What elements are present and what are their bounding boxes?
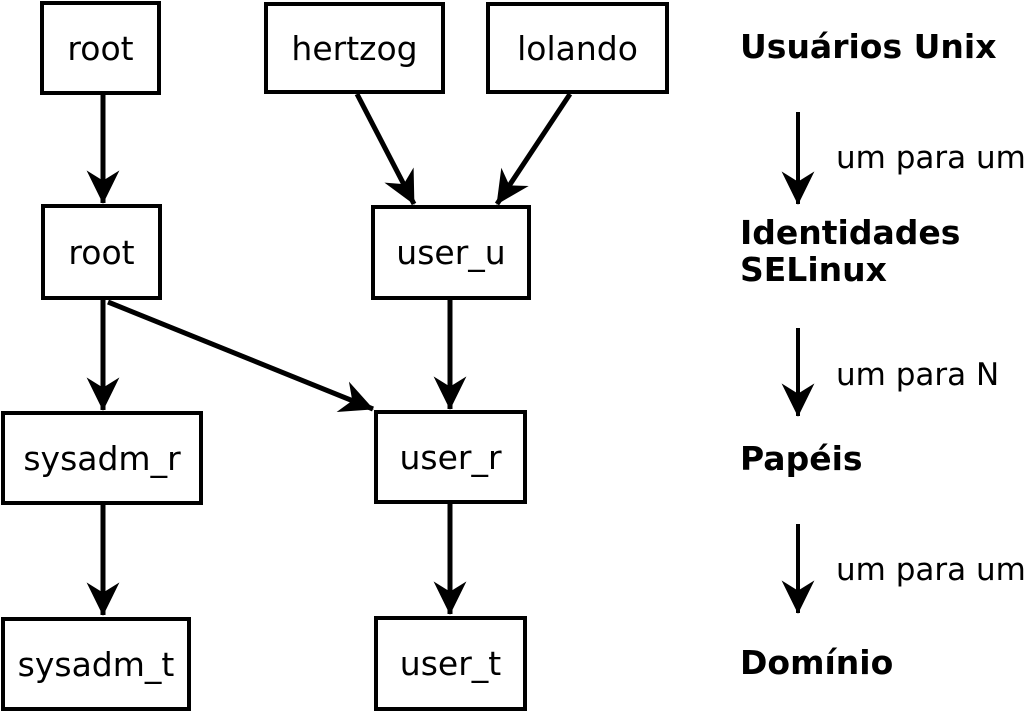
node-unix-hertzog: hertzog bbox=[264, 2, 445, 94]
legend-identities-line2: SELinux bbox=[740, 250, 887, 289]
legend-mapping-one-to-one-2: um para um bbox=[836, 552, 1024, 588]
edge-selinuxroot-to-userr bbox=[107, 299, 374, 413]
edge-lolando-to-useru bbox=[494, 92, 573, 206]
node-label: root bbox=[68, 232, 135, 272]
node-label: sysadm_t bbox=[17, 644, 175, 684]
node-unix-lolando: lolando bbox=[486, 2, 669, 94]
node-unix-root: root bbox=[40, 1, 161, 95]
node-domain-sysadm-t: sysadm_t bbox=[1, 617, 191, 711]
node-role-sysadm-r: sysadm_r bbox=[1, 411, 203, 505]
legend-domain-title: Domínio bbox=[740, 643, 894, 682]
edge-hertzog-to-useru bbox=[354, 92, 417, 206]
node-role-user-r: user_r bbox=[374, 410, 527, 504]
node-selinux-root: root bbox=[41, 204, 162, 300]
node-label: user_r bbox=[399, 437, 502, 477]
legend-users-title: Usuários Unix bbox=[740, 27, 997, 66]
legend-mapping-one-to-n: um para N bbox=[836, 357, 1000, 393]
node-selinux-user-u: user_u bbox=[371, 205, 531, 300]
node-label: lolando bbox=[517, 28, 638, 68]
node-label: root bbox=[67, 28, 134, 68]
node-label: user_t bbox=[399, 644, 502, 683]
node-label: sysadm_r bbox=[23, 438, 181, 478]
node-label: user_u bbox=[396, 233, 506, 272]
legend-identities-line1: Identidades bbox=[740, 213, 961, 252]
node-label: hertzog bbox=[291, 28, 418, 68]
legend-roles-title: Papéis bbox=[740, 439, 863, 478]
legend-identities-title: Identidades SELinux bbox=[740, 214, 960, 288]
node-domain-user-t: user_t bbox=[374, 616, 527, 711]
legend-mapping-one-to-one-1: um para um bbox=[836, 140, 1024, 176]
